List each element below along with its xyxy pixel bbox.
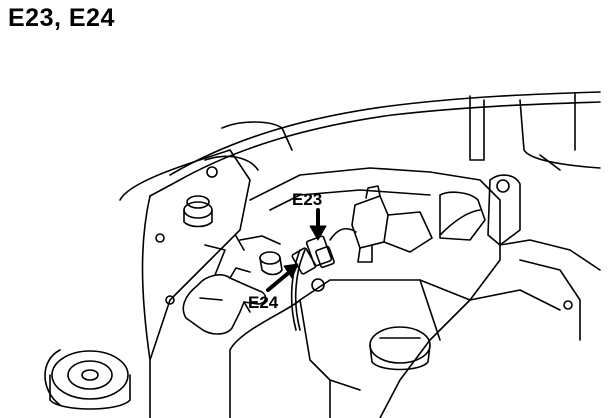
engine-block bbox=[229, 167, 501, 418]
center-connector bbox=[351, 185, 433, 263]
hand bbox=[182, 267, 267, 335]
arrow-e23 bbox=[309, 208, 327, 241]
connector-e24 bbox=[235, 235, 317, 276]
arrow-e24 bbox=[266, 263, 299, 292]
right-side-components bbox=[439, 154, 601, 341]
callout-e23: E23 bbox=[292, 190, 322, 209]
hood-outline bbox=[149, 91, 601, 197]
page-title: E23, E24 bbox=[8, 4, 115, 32]
strut-mount bbox=[44, 349, 131, 410]
callout-e24: E24 bbox=[248, 293, 279, 312]
wiring-harness bbox=[290, 209, 481, 331]
filler-cap bbox=[369, 326, 431, 371]
connector-e23 bbox=[305, 235, 335, 269]
reservoir-cap bbox=[183, 195, 213, 228]
left-fender bbox=[119, 149, 259, 418]
